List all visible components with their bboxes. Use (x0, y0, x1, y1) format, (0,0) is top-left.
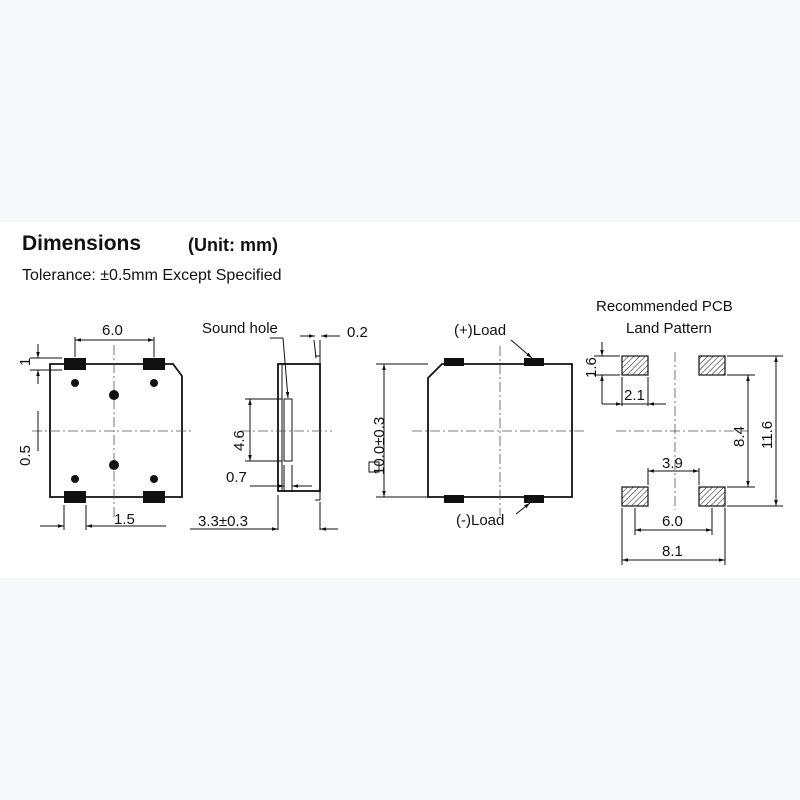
bottom-pad-top-left (64, 358, 86, 370)
dim-pcb-pad-w: 2.1 (624, 387, 645, 404)
sound-hole-label: Sound hole (202, 320, 278, 337)
square-symbol (368, 461, 380, 473)
pcb-title-line2: Land Pattern (626, 320, 712, 337)
dim-pcb-outer-h: 8.1 (662, 543, 683, 560)
drawing-panel (0, 222, 800, 578)
page-title: Dimensions (22, 232, 142, 255)
pcb-pad-top-left (621, 355, 649, 376)
pcb-title-line1: Recommended PCB (596, 298, 733, 315)
tolerance-note: Tolerance: ±0.5mm Except Specified (22, 267, 282, 284)
pcb-pad-bottom-left (621, 486, 649, 507)
bottom-view-body (49, 363, 183, 498)
pcb-pad-top-right (698, 355, 726, 376)
bottom-dot-center-upper (109, 390, 119, 400)
dim-top-size: 10.0±0.3 (371, 417, 388, 475)
plus-load-label: (+)Load (454, 322, 506, 339)
sound-hole (283, 398, 293, 462)
bottom-view: 6.0 1 0.5 1.5 (17, 322, 192, 530)
dim-hole-width: 0.7 (226, 469, 247, 486)
bottom-pad-bottom-left (64, 491, 86, 503)
pcb-land-pattern: Recommended PCB Land Pattern 1.6 2.1 8.4… (583, 298, 783, 565)
bottom-pad-bottom-right (143, 491, 165, 503)
pcb-pad-bottom-right (698, 486, 726, 507)
dim-bottom-width: 6.0 (102, 322, 123, 339)
minus-load-label: (-)Load (456, 512, 504, 529)
top-pad-plus-right (524, 358, 544, 366)
dim-pcb-pad-h: 1.6 (583, 357, 600, 378)
dim-pcb-inner-v: 8.4 (731, 426, 748, 447)
top-view: (+)Load (-)Load 10.0±0.3 (368, 322, 584, 529)
dim-side-top: 0.2 (347, 324, 368, 341)
dim-pcb-inner-h: 6.0 (662, 513, 683, 530)
top-pad-minus-right (524, 495, 544, 503)
unit-label: (Unit: mm) (188, 235, 278, 255)
side-view: Sound hole 0.2 4.6 0.7 3.3±0.3 (190, 320, 368, 531)
dim-bottom-center: 0.5 (17, 445, 34, 466)
dim-pcb-outer-v: 11.6 (759, 421, 776, 449)
bottom-dot-bottom-right (150, 475, 158, 483)
dim-bottom-pad-height: 1 (17, 358, 34, 366)
bottom-dot-top-left (71, 379, 79, 387)
bottom-dot-top-right (150, 379, 158, 387)
dim-thickness: 3.3±0.3 (198, 513, 248, 530)
bottom-dot-bottom-left (71, 475, 79, 483)
bottom-pad-top-right (143, 358, 165, 370)
dim-hole-length: 4.6 (231, 430, 248, 451)
top-pad-plus-left (444, 358, 464, 366)
bottom-dot-center-lower (109, 460, 119, 470)
top-pad-minus-left (444, 495, 464, 503)
dim-pcb-gap: 3.9 (662, 455, 683, 472)
dim-bottom-pitch: 1.5 (114, 511, 135, 528)
